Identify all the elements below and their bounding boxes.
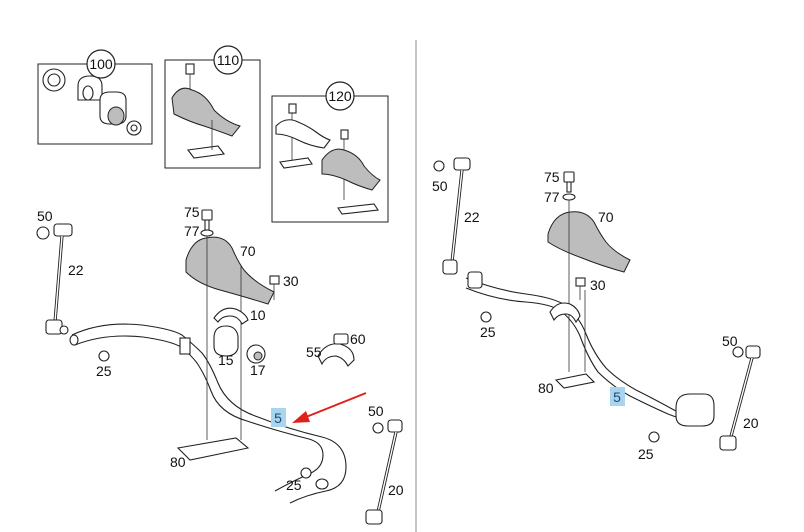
inset-100-bearing bbox=[99, 91, 127, 126]
callout-120-label: 120 bbox=[328, 88, 352, 104]
left-label-15: 15 bbox=[218, 352, 234, 368]
left-label-50a: 50 bbox=[37, 208, 53, 224]
right-label-5: 5 bbox=[613, 389, 621, 405]
callout-120[interactable] bbox=[325, 81, 355, 111]
red-arrow bbox=[292, 392, 367, 423]
right-clamp bbox=[549, 302, 581, 324]
left-nut-60 bbox=[333, 333, 349, 345]
right-nut-25a bbox=[480, 311, 492, 323]
inset-120: 120 bbox=[271, 81, 389, 223]
left-label-10: 10 bbox=[250, 307, 266, 323]
right-label-30: 30 bbox=[590, 277, 606, 293]
inset-100-bushing-ring bbox=[42, 68, 66, 92]
right-view: 50 22 75 77 70 30 25 80 50 20 25 5 bbox=[432, 157, 761, 462]
right-bolt-75 bbox=[563, 171, 575, 193]
callout-100-label: 100 bbox=[89, 56, 113, 72]
inset-100: 100 bbox=[37, 49, 153, 145]
inset-120-shield-a bbox=[275, 119, 331, 149]
left-label-5: 5 bbox=[274, 410, 282, 426]
inset-120-bracket-b bbox=[337, 203, 379, 215]
right-label-80: 80 bbox=[538, 380, 554, 396]
left-bracket-80 bbox=[176, 437, 250, 461]
left-link-rod-20 bbox=[365, 419, 403, 525]
left-view: 50 22 75 77 70 30 10 15 17 55 60 25 50 8… bbox=[36, 204, 404, 525]
right-bolt-30 bbox=[575, 277, 586, 300]
left-label-17: 17 bbox=[250, 362, 266, 378]
inset-110-bracket bbox=[186, 145, 226, 159]
right-label-50a: 50 bbox=[432, 178, 448, 194]
right-label-70: 70 bbox=[598, 209, 614, 225]
left-bolt-30 bbox=[269, 275, 280, 300]
left-bolt-75 bbox=[201, 209, 213, 231]
callout-100[interactable] bbox=[86, 49, 116, 79]
left-clamp-10 bbox=[213, 307, 249, 325]
right-heat-shield-70 bbox=[547, 211, 631, 273]
left-label-77: 77 bbox=[184, 223, 200, 239]
left-heat-shield-70 bbox=[185, 236, 275, 305]
left-nut-25b bbox=[300, 467, 312, 479]
inset-110: 110 bbox=[164, 45, 261, 169]
right-label-20: 20 bbox=[743, 415, 759, 431]
right-link-rod-22 bbox=[433, 157, 471, 275]
left-link-rod-22 bbox=[36, 223, 73, 335]
inset-120-shield-b bbox=[321, 148, 381, 191]
inset-110-shield bbox=[171, 87, 241, 137]
callout-110[interactable] bbox=[213, 45, 243, 75]
left-label-25b: 25 bbox=[286, 477, 302, 493]
right-washer-77 bbox=[562, 193, 576, 201]
right-label-50b: 50 bbox=[722, 333, 738, 349]
left-washer-77 bbox=[200, 229, 214, 237]
right-label-25a: 25 bbox=[480, 324, 496, 340]
left-clamp-55 bbox=[317, 343, 355, 367]
left-label-75: 75 bbox=[184, 204, 200, 220]
left-label-25a: 25 bbox=[96, 363, 112, 379]
inset-120-bracket-a bbox=[279, 157, 313, 169]
left-label-80: 80 bbox=[170, 454, 186, 470]
left-label-50b: 50 bbox=[368, 403, 384, 419]
left-label-22: 22 bbox=[68, 262, 84, 278]
right-nut-25b bbox=[648, 431, 660, 443]
right-stabilizer-bar bbox=[465, 271, 715, 427]
left-bearing-17 bbox=[246, 344, 266, 364]
right-highlight-5[interactable] bbox=[610, 387, 625, 406]
left-label-70: 70 bbox=[240, 243, 256, 259]
left-stabilizer-bar bbox=[69, 323, 347, 504]
right-bracket-80 bbox=[554, 373, 596, 389]
left-label-60: 60 bbox=[350, 331, 366, 347]
left-label-20: 20 bbox=[388, 482, 404, 498]
right-label-77: 77 bbox=[544, 189, 560, 205]
left-bushing-15 bbox=[213, 325, 239, 357]
left-nut-25a bbox=[98, 350, 110, 362]
right-link-rod-20 bbox=[719, 345, 761, 451]
inset-100-bushing bbox=[77, 75, 103, 101]
left-label-30: 30 bbox=[283, 273, 299, 289]
left-label-55: 55 bbox=[306, 344, 322, 360]
left-highlight-5[interactable] bbox=[271, 408, 286, 427]
callout-110-label: 110 bbox=[217, 52, 240, 68]
right-label-25b: 25 bbox=[638, 446, 654, 462]
right-label-75: 75 bbox=[544, 169, 560, 185]
inset-100-nut bbox=[126, 120, 142, 136]
right-label-22: 22 bbox=[464, 209, 480, 225]
